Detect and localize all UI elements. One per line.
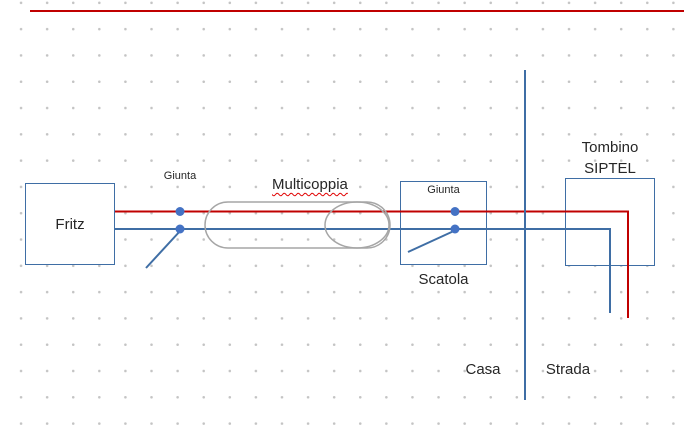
casa-label: Casa <box>465 361 501 378</box>
tombino-box <box>565 178 655 266</box>
fritz-label: Fritz <box>55 215 85 233</box>
tombino-label: Tombino SIPTEL <box>563 137 657 179</box>
multipair-cable-shape <box>204 201 391 249</box>
tombino-label-line2: SIPTEL <box>584 160 636 177</box>
junction-dot-left-top <box>175 207 185 216</box>
junction-dot-left-bottom <box>175 224 185 234</box>
tombino-label-line1: Tombino <box>581 139 639 156</box>
giunta-left-label: Giunta <box>163 170 197 182</box>
blue-branch-left <box>145 229 182 269</box>
strada-label: Strada <box>545 361 591 378</box>
scatola-label: Scatola <box>418 271 469 288</box>
cable-body <box>204 201 391 249</box>
blue-wire <box>115 228 611 313</box>
cable-end-ellipse <box>324 201 390 249</box>
red-wire <box>115 210 629 318</box>
fritz-box: Fritz <box>25 183 115 265</box>
giunta-right-label: Giunta <box>427 184 460 196</box>
multicoppia-label: Multicoppia <box>272 176 348 193</box>
